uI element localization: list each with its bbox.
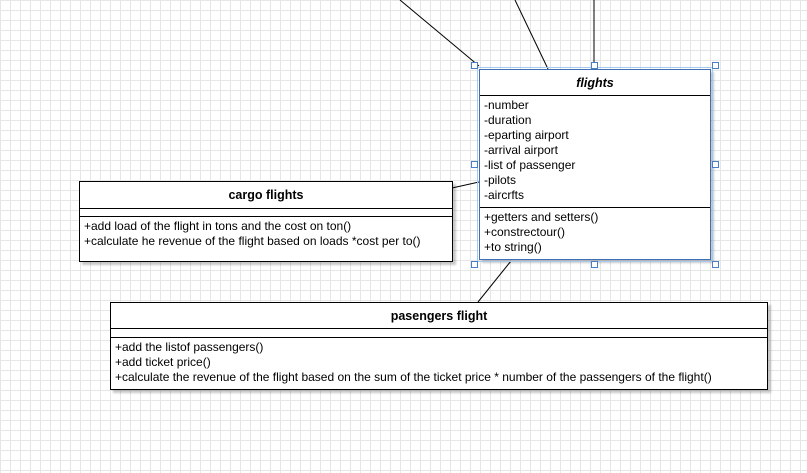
- attributes-section: -number-duration-eparting airport-arriva…: [480, 96, 710, 208]
- method-item: +add the listof passengers(): [115, 340, 264, 354]
- connector-offscreen-1[interactable]: [399, 0, 480, 67]
- class-name: pasengers flight: [111, 303, 767, 329]
- method-item: +calculate he revenue of the flight base…: [84, 234, 421, 248]
- method-item: +add ticket price(): [115, 355, 211, 369]
- connector-passengers-flights[interactable]: [477, 260, 512, 303]
- class-flights[interactable]: flights -number-duration-eparting airpor…: [477, 67, 713, 262]
- attribute-item: -arrival airport: [484, 143, 559, 157]
- resize-handle-w[interactable]: [471, 161, 478, 168]
- resize-handle-ne[interactable]: [712, 62, 719, 69]
- methods-section: +add the listof passengers()+add ticket …: [111, 338, 767, 387]
- attributes-section: [111, 329, 767, 338]
- attribute-item: -list of passenger: [484, 158, 576, 172]
- method-item: +constrectour(): [484, 225, 566, 239]
- attribute-item: -eparting airport: [484, 128, 569, 142]
- method-item: +to string(): [484, 240, 542, 254]
- methods-section: +getters and setters()+constrectour()+to…: [480, 208, 710, 257]
- resize-handle-s[interactable]: [591, 261, 598, 268]
- class-name: flights: [480, 70, 710, 96]
- resize-handle-nw[interactable]: [471, 62, 478, 69]
- class-name: cargo flights: [80, 182, 452, 209]
- connector-offscreen-2[interactable]: [514, 0, 549, 70]
- class-passengers-flight[interactable]: pasengers flight +add the listof passeng…: [110, 302, 768, 390]
- methods-section: +add load of the flight in tons and the …: [80, 217, 452, 251]
- resize-handle-e[interactable]: [712, 161, 719, 168]
- resize-handle-sw[interactable]: [471, 261, 478, 268]
- resize-handle-se[interactable]: [712, 261, 719, 268]
- attributes-section: [80, 209, 452, 217]
- method-item: +getters and setters(): [484, 210, 599, 224]
- connector-cargo-flights[interactable]: [451, 181, 480, 189]
- attribute-item: -aircrfts: [484, 188, 524, 202]
- resize-handle-n[interactable]: [591, 62, 598, 69]
- class-cargo-flights[interactable]: cargo flights +add load of the flight in…: [79, 181, 453, 262]
- attribute-item: -pilots: [484, 173, 517, 187]
- attribute-item: -number: [484, 98, 529, 112]
- method-item: +calculate the revenue of the flight bas…: [115, 370, 712, 384]
- attribute-item: -duration: [484, 113, 532, 127]
- method-item: +add load of the flight in tons and the …: [84, 219, 352, 233]
